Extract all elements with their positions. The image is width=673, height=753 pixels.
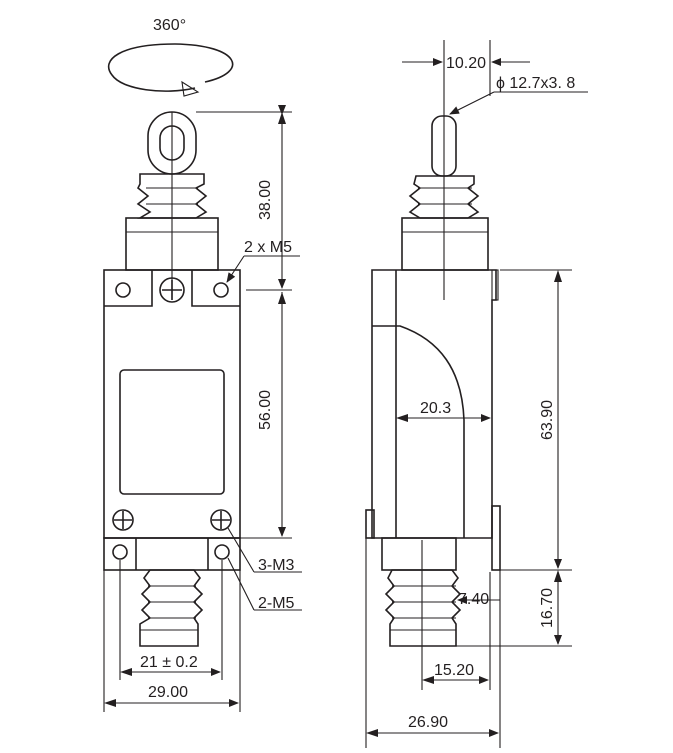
dim-63-90: 63.90 [539,400,556,440]
dim-7-40: 7.40 [458,591,489,608]
front-window [119,369,225,495]
side-bracket [491,505,501,571]
top-left-mount-hole [115,282,131,298]
bottom-right-screw [210,509,232,531]
side-cam [372,325,465,538]
front-base [103,537,241,571]
label-roller: ϕ 12.7x3. 8 [496,75,575,92]
rotation-label: 360° [153,17,186,34]
dim-26-90: 26.90 [408,714,448,731]
dim-29: 29.00 [148,684,188,701]
dim-15-20: 15.20 [434,662,474,679]
side-bottom-boot [384,569,462,647]
front-view: 38.00 2 x M5 56.00 3-M3 2-M5 21 ± 0.2 29… [103,105,302,712]
side-neck [401,217,489,271]
dim-21: 21 ± 0.2 [140,654,198,671]
dim-20-3: 20.3 [420,400,451,417]
rotation-symbol: 360° [107,17,234,97]
bottom-left-screw [112,509,134,531]
dim-38: 38.00 [257,180,274,220]
side-base [381,537,457,571]
front-bottom-boot [139,569,204,647]
dim-56: 56.00 [257,390,274,430]
dim-16-70: 16.70 [539,588,556,628]
dim-10-20: 10.20 [446,55,486,72]
base-right-hole [214,544,230,560]
side-view: 10.20 ϕ 12.7x3. 8 20.3 63.90 16.70 7.40 … [365,40,588,748]
rotation-arrow-icon [181,80,200,97]
base-left-hole [112,544,128,560]
label-bottom-holes: 2-M5 [258,595,295,612]
top-right-mount-hole [213,282,229,298]
label-screws: 3-M3 [258,557,295,574]
label-top-holes: 2 x M5 [244,239,292,256]
front-body [103,269,241,539]
